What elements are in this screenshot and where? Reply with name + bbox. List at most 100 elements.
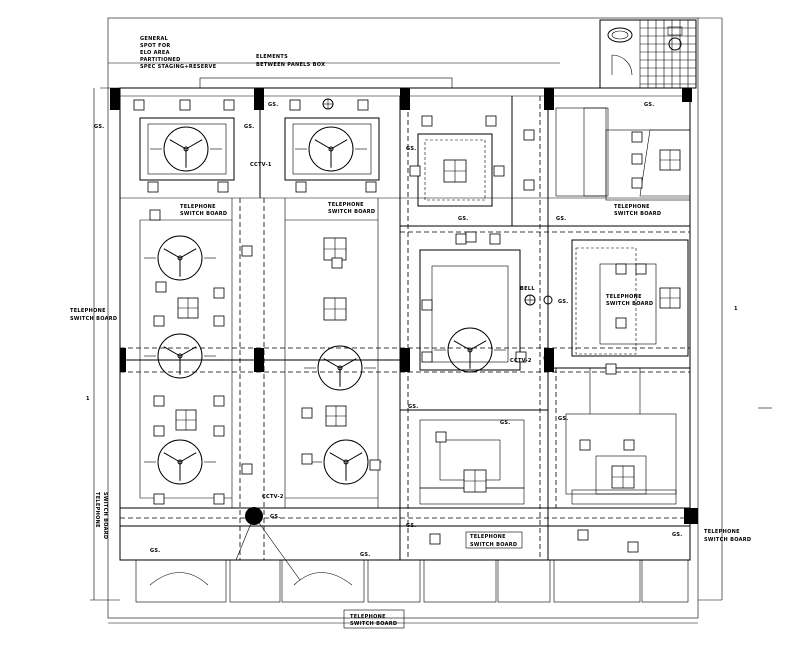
switch-point [301, 453, 313, 465]
switch-point [153, 315, 165, 327]
switch-point [213, 425, 225, 437]
column [400, 348, 410, 372]
switch-point [153, 425, 165, 437]
gs-label: GS. [268, 102, 279, 108]
switch-point [301, 407, 313, 419]
switch-point [623, 439, 635, 451]
cctv-label-2: CCTV-2 [510, 358, 532, 364]
conduit-runs [120, 96, 690, 560]
light-fixture-icon [611, 465, 635, 489]
switch-board-label: SWITCH BOARD [350, 621, 397, 627]
switch-point [615, 317, 627, 329]
cctv-dome [235, 507, 301, 581]
switch-point [357, 99, 369, 111]
switch-point [627, 541, 639, 553]
gs-label: GS. [150, 548, 161, 554]
switch-point [421, 351, 433, 363]
gs-label: GS. [458, 216, 469, 222]
gs-label: GS. [406, 523, 417, 529]
gs-label: GS. [270, 514, 281, 520]
switch-point [465, 231, 477, 243]
switch-point [631, 131, 643, 143]
telephone-label: TELEPHONE [350, 614, 386, 620]
telephone-label: TELEPHONE [606, 294, 642, 300]
cctv-labels: CCTV-1 CCTV-2 CCTV-2 BELL [250, 162, 535, 500]
cctv-label-3: CCTV-2 [262, 494, 284, 500]
gs-label: GS. [558, 299, 569, 305]
switch-point [493, 165, 505, 177]
dimension-lines [90, 17, 772, 624]
gs-label: GS. [406, 146, 417, 152]
switch-point [635, 263, 647, 275]
note-line-4: PARTITIONED [140, 57, 181, 63]
switch-board-label: SWITCH BOARD [180, 211, 227, 217]
note-line-3: ELO AREA [140, 50, 170, 56]
switch-board-label: SWITCH BOARD [470, 542, 517, 548]
ceiling-fan-icon [304, 345, 376, 391]
switch-point [217, 181, 229, 193]
telephone-label: TELEPHONE [470, 534, 506, 540]
light-fixture-icon [463, 469, 487, 493]
switch-points [133, 99, 647, 553]
switch-point [369, 459, 381, 471]
ceiling-fans [144, 126, 506, 485]
switch-board-label: SWITCH BOARD [70, 316, 117, 322]
gs-labels: GS. GS. GS. GS. GS. GS. GS. GS. GS. GS. … [94, 102, 682, 558]
note-line-1: GENERAL [140, 36, 169, 42]
switch-point [241, 463, 253, 475]
gs-label: GS. [558, 416, 569, 422]
switch-point [631, 177, 643, 189]
switch-point [489, 233, 501, 245]
switch-board-label: SWITCH BOARD [328, 209, 375, 215]
room-details [417, 107, 691, 505]
switch-point [213, 493, 225, 505]
switch-point [223, 99, 235, 111]
switch-point [455, 233, 467, 245]
note-line-2: SPOT FOR [140, 43, 171, 49]
switch-point [605, 363, 617, 375]
column [254, 88, 264, 110]
light-fixture-icon [175, 409, 197, 431]
switch-point [485, 115, 497, 127]
column [544, 348, 554, 372]
notes-block: GENERAL SPOT FOR ELO AREA PARTITIONED SP… [140, 36, 325, 70]
note-line-5: SPEC STAGING+RESERVE [140, 64, 217, 70]
telephone-label: TELEPHONE [614, 204, 650, 210]
switch-point [409, 165, 421, 177]
note-arrow-label: ELEMENTS [256, 54, 288, 60]
switch-point [631, 153, 643, 165]
switch-point [153, 395, 165, 407]
switch-point [213, 287, 225, 299]
switch-point [577, 529, 589, 541]
gs-label: GS. [244, 124, 255, 130]
note-arrow-label-2: BETWEEN PANELS BOX [256, 62, 325, 68]
ceiling-fan-icon [144, 235, 216, 281]
column [110, 88, 120, 110]
light-fixture-icon [323, 237, 347, 261]
switch-point [523, 179, 535, 191]
telephone-label: TELEPHONE [180, 204, 216, 210]
switch-point [435, 431, 447, 443]
telephone-vertical-label: TELEPHONE [94, 492, 100, 528]
ceiling-fan-icon [434, 327, 506, 373]
switch-point [365, 181, 377, 193]
dimension-label: 1 [734, 306, 738, 312]
light-fixtures [175, 149, 681, 493]
light-fixture-icon [323, 297, 347, 321]
switch-point [429, 533, 441, 545]
light-fixture-icon [325, 405, 347, 427]
bell-label: BELL [520, 286, 535, 292]
cctv-label: CCTV-1 [250, 162, 272, 168]
light-fixture-icon [443, 159, 467, 183]
gs-label: GS. [644, 102, 655, 108]
switch-point [421, 299, 433, 311]
switch-point [615, 263, 627, 275]
switch-point [213, 395, 225, 407]
switch-point [241, 245, 253, 257]
ceiling-fan-icon [295, 126, 367, 172]
switch-point [331, 257, 343, 269]
telephone-labels: TELEPHONE SWITCH BOARD TELEPHONE SWITCH … [70, 202, 751, 629]
column [544, 88, 554, 110]
gs-label: GS. [360, 552, 371, 558]
